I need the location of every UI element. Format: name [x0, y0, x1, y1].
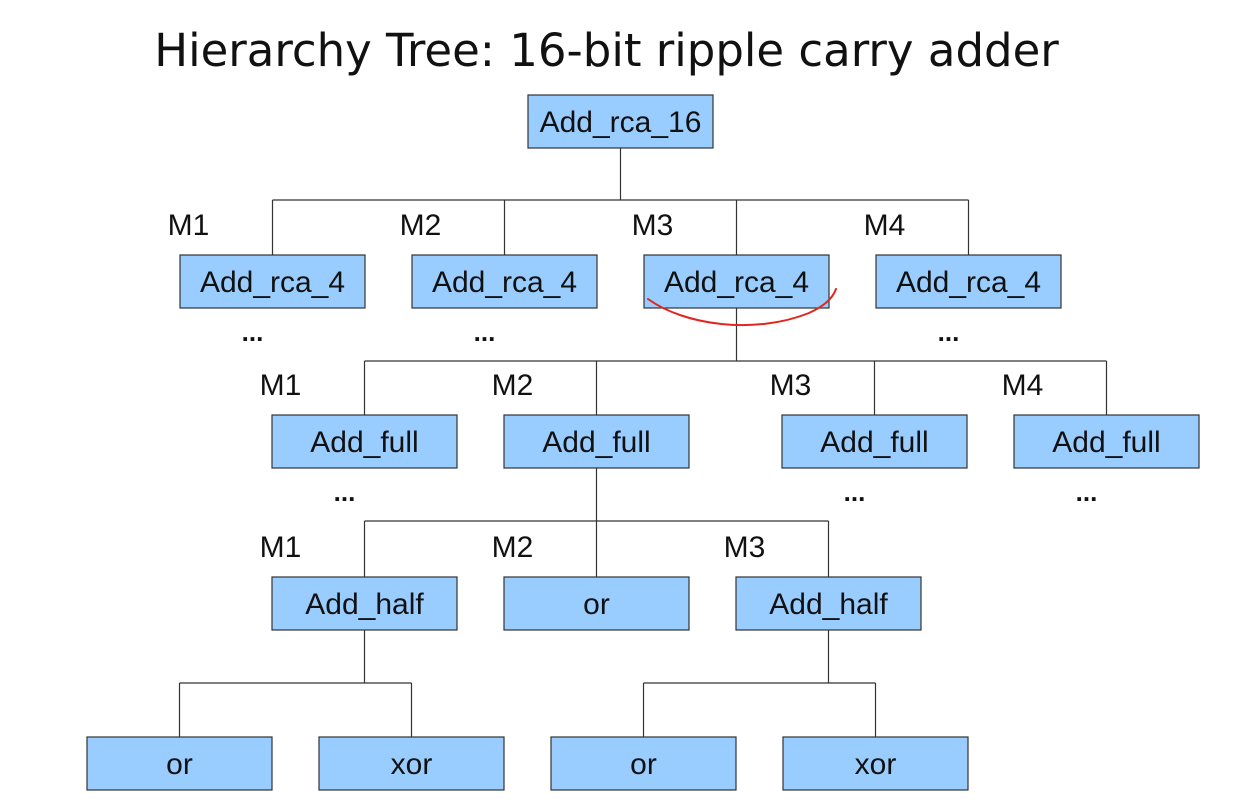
- node-box: [503, 414, 690, 469]
- node-box: [318, 736, 505, 791]
- node-box: [86, 736, 273, 791]
- node-full4: Add_full: [1013, 414, 1200, 469]
- node-label: Add_rca_4: [896, 266, 1041, 299]
- instance-label: M4: [1002, 369, 1044, 402]
- node-label: Add_full: [310, 426, 418, 459]
- node-box: [781, 414, 968, 469]
- node-box: [527, 94, 714, 149]
- node-label: or: [166, 748, 193, 781]
- instance-label: M4: [864, 209, 906, 242]
- node-box: [875, 254, 1062, 309]
- ellipsis-marker: ...: [242, 317, 264, 347]
- instance-label: M2: [400, 209, 442, 242]
- ellipsis-marker: ...: [938, 317, 960, 347]
- node-label: Add_half: [305, 588, 424, 621]
- node-xor2: xor: [782, 736, 969, 791]
- node-box: [271, 576, 458, 631]
- node-root: Add_rca_16: [527, 94, 714, 149]
- ellipsis-marker: ...: [474, 317, 496, 347]
- node-box: [550, 736, 737, 791]
- node-box: [1013, 414, 1200, 469]
- node-or1: or: [503, 576, 690, 631]
- ellipsis-marker: ...: [334, 477, 356, 507]
- ellipsis-marker: ...: [844, 477, 866, 507]
- instance-label: M1: [260, 531, 302, 564]
- node-label: Add_full: [820, 426, 928, 459]
- node-full2: Add_full: [503, 414, 690, 469]
- node-rca1: Add_rca_4: [179, 254, 366, 309]
- instance-label: M3: [632, 209, 674, 242]
- node-rca4: Add_rca_4: [875, 254, 1062, 309]
- node-label: Add_rca_4: [664, 266, 809, 299]
- node-box: [643, 254, 830, 309]
- instance-label: M3: [724, 531, 766, 564]
- instance-label: M2: [492, 369, 534, 402]
- node-box: [271, 414, 458, 469]
- node-label: Add_rca_16: [540, 106, 702, 139]
- node-label: or: [630, 748, 657, 781]
- ellipsis-marker: ...: [1076, 477, 1098, 507]
- node-box: [411, 254, 598, 309]
- instance-label: M1: [260, 369, 302, 402]
- red-underline-annotation: [647, 288, 837, 327]
- node-box: [782, 736, 969, 791]
- instance-label: M1: [168, 209, 210, 242]
- node-or2: or: [86, 736, 273, 791]
- node-half2: Add_half: [735, 576, 922, 631]
- node-label: Add_rca_4: [432, 266, 577, 299]
- node-rca2: Add_rca_4: [411, 254, 598, 309]
- node-label: Add_rca_4: [200, 266, 345, 299]
- node-label: Add_full: [1052, 426, 1160, 459]
- node-label: xor: [855, 748, 897, 781]
- instance-label: M2: [492, 531, 534, 564]
- annotations: [647, 288, 837, 327]
- node-label: xor: [391, 748, 433, 781]
- tree-edges: [178, 148, 1108, 737]
- node-or3: or: [550, 736, 737, 791]
- node-rca3: Add_rca_4: [643, 254, 830, 309]
- node-xor1: xor: [318, 736, 505, 791]
- node-label: or: [583, 588, 610, 621]
- node-box: [179, 254, 366, 309]
- node-label: Add_half: [769, 588, 888, 621]
- diagram-title: Hierarchy Tree: 16-bit ripple carry adde…: [154, 24, 1059, 77]
- node-box: [735, 576, 922, 631]
- node-full1: Add_full: [271, 414, 458, 469]
- node-box: [503, 576, 690, 631]
- node-full3: Add_full: [781, 414, 968, 469]
- node-label: Add_full: [542, 426, 650, 459]
- node-half1: Add_half: [271, 576, 458, 631]
- instance-label: M3: [770, 369, 812, 402]
